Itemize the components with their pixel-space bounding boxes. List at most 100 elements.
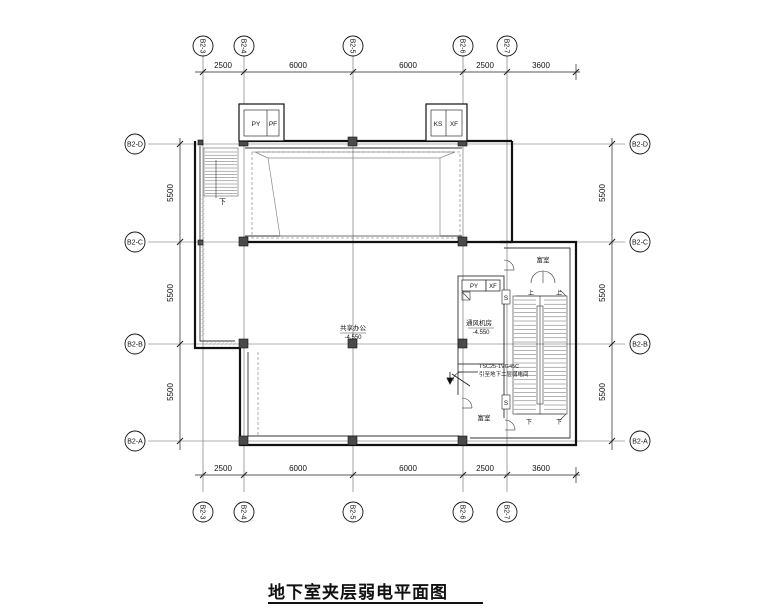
balcony-hatch-mark [200,324,206,329]
stair-landing-arrows [516,289,567,421]
balcony-hatch-mark [200,244,206,249]
balcony-hatch-mark [200,300,206,305]
balcony-hatch-mark [200,256,206,261]
cable-label-1: TSC25-1VG45C [479,364,519,370]
balcony-hatch-mark [232,341,237,346]
walls [193,139,578,447]
axis-bottom-2: B2-4 [240,505,247,520]
dimension-texts: 2500 6000 6000 2500 3600 2500 6000 6000 … [166,61,607,473]
balcony-hatch-mark [208,341,213,346]
balcony-hatch-mark [200,320,206,325]
stair-mark-down-1: 下 [526,419,532,426]
balcony-hatch-mark [200,296,206,301]
grid-lines [148,56,625,492]
axis-labels: B2-3 B2-4 B2-5 B2-6 B2-7 B2-3 B2-4 B2-5 … [127,39,648,520]
balcony-hatch-mark [200,276,206,281]
store-bottom-label: 富室 [478,413,492,422]
dim-bottom-5: 3600 [532,464,550,473]
inner-shafts [461,279,501,292]
shaft-xf-label: XF [450,121,458,128]
balcony-hatch-mark [200,196,206,201]
balcony-hatch-mark [200,260,206,265]
balcony-hatch-mark [200,236,206,241]
balcony-hatch-mark [200,204,206,209]
axis-top-1: B2-3 [199,39,206,54]
title-underline [268,602,483,604]
axis-bubbles [124,35,651,523]
balcony-hatch-mark [200,232,206,237]
balcony-hatch-mark [216,341,221,346]
cable-label-2: 引至地下二层弱电间 [479,370,529,378]
axis-left-2: B2-C [127,240,143,247]
balcony-hatch-mark [200,268,206,273]
balcony-hatch-mark [200,220,206,225]
dim-bottom-3: 6000 [399,464,417,473]
dim-left-3: 5500 [166,383,175,401]
dim-top-3: 6000 [399,61,417,70]
axis-bottom-5: B2-7 [503,505,510,520]
shaft-py-label: PY [252,121,261,128]
stair-down-label: 下 [219,198,226,206]
axis-right-4: B2-A [632,439,648,446]
inner-shaft-labels: PY XF [470,284,497,290]
balcony-hatch-mark [200,208,206,213]
balcony-hatch-mark [200,292,206,297]
stair-mark-up-1: 上 [528,289,534,297]
shaft-inner [243,109,463,137]
dim-left-2: 5500 [166,284,175,302]
right-stair-treads [514,299,566,410]
balcony-hatch-mark [200,212,206,217]
vent-room-label: 通风机房 [466,318,492,327]
axis-top-2: B2-4 [240,39,247,54]
office-level: -4.550 [344,335,362,341]
balcony-hatch-mark [204,341,209,346]
columns [197,136,468,446]
dim-top-2: 6000 [289,61,307,70]
drawing-title: 地下室夹层弱电平面图 [268,583,448,603]
dim-top-4: 2500 [476,61,494,70]
dim-right-2: 5500 [598,284,607,302]
balcony-hatch-mark [200,224,206,229]
dim-bottom-4: 2500 [476,464,494,473]
cable-run [446,371,478,387]
axis-bottom-1: B2-3 [199,505,206,520]
shaft-ks-label: KS [434,121,443,128]
inner-walls [199,146,571,439]
axis-left-4: B2-A [127,439,143,446]
axis-right-3: B2-B [632,342,648,349]
axis-top-3: B2-5 [349,39,356,54]
balcony-hatch-mark [200,216,206,221]
balcony-hatch-mark [200,264,206,269]
right-stair-frame [512,295,568,415]
dim-top-5: 3600 [532,61,550,70]
balcony-hatch-mark [200,228,206,233]
left-stair-treads [205,151,237,194]
balcony-hatch [200,196,237,346]
inner-shaft-xf: XF [489,284,497,290]
store-top-label: 富室 [537,255,551,264]
axis-left-1: B2-D [127,142,143,149]
axis-left-3: B2-B [127,342,143,349]
balcony-hatch-mark [200,288,206,293]
dashed-boundary [251,151,461,436]
dimension-ticks [176,68,616,479]
balcony-hatch-mark [200,240,206,245]
dim-right-1: 5500 [598,184,607,202]
room-texts: 共享办公 -4.550 通风机房 -4.550 富室 富室 TSC25-1VG4… [340,255,550,422]
balcony-hatch-mark [200,304,206,309]
dim-left-1: 5500 [166,184,175,202]
stair-mark-up-2: 上 [556,289,562,297]
balcony-hatch-mark [200,332,206,337]
balcony-hatch-mark [200,312,206,317]
s-tag-labels: S S [504,295,509,407]
balcony-hatch-mark [200,272,206,277]
balcony-hatch-mark [200,200,206,205]
office-label: 共享办公 [340,323,367,332]
balcony-hatch-mark [200,252,206,257]
balcony-hatch-mark [200,316,206,321]
s-tags [501,289,511,410]
dim-top-1: 2500 [214,61,232,70]
balcony-hatch-mark [200,308,206,313]
balcony-hatch-mark [200,280,206,285]
balcony-hatch-mark [224,341,229,346]
